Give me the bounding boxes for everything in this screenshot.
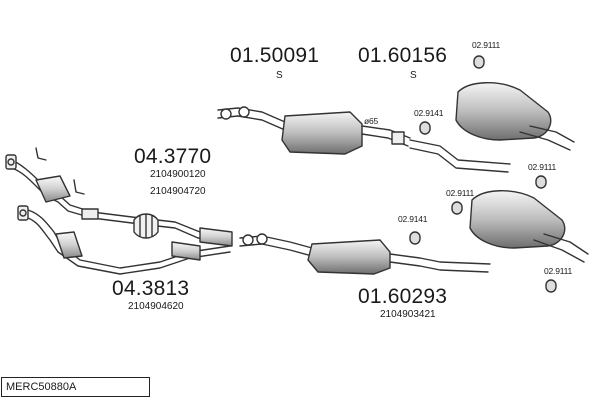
top-rear-silencer-code: 01.60156	[358, 44, 448, 67]
top-front-pipe-ref-2: 2104904720	[150, 186, 206, 197]
bottom-silencer-graphic	[239, 190, 589, 275]
bottom-front-pipe-graphic	[17, 205, 231, 275]
top-middle-silencer-suffix: S	[276, 70, 283, 81]
top-middle-silencer-graphic	[217, 106, 411, 155]
bottom-front-pipe-code: 04.3813	[112, 277, 190, 300]
diagram-code: MERC50880A	[6, 381, 77, 393]
hanger-label-bottom-right: 02.9111	[544, 266, 573, 276]
bottom-front-pipe-ref-1: 2104904620	[128, 301, 184, 312]
hanger-label-top-right-a: 02.9111	[472, 40, 501, 50]
hanger-label-bottom-mid-a: 02.9111	[446, 188, 475, 198]
top-front-pipe-code: 04.3770	[134, 145, 212, 168]
top-rear-silencer-suffix: S	[410, 70, 417, 81]
bottom-silencer-ref-1: 2104903421	[380, 309, 436, 320]
top-front-pipe-ref-1: 2104900120	[150, 169, 206, 180]
hanger-label-top-mid: 02.9141	[414, 108, 444, 118]
top-middle-silencer-code: 01.50091	[230, 44, 320, 67]
pipe-diameter-label: ø65	[364, 116, 379, 126]
hanger-label-bottom-mid-b: 02.9141	[398, 214, 428, 224]
top-rear-silencer-graphic	[391, 82, 575, 173]
diagram-code-box: MERC50880A	[1, 377, 150, 397]
hanger-graphics	[409, 55, 557, 293]
bottom-silencer-code: 01.60293	[358, 285, 448, 308]
hanger-label-top-right-b: 02.9111	[528, 162, 557, 172]
